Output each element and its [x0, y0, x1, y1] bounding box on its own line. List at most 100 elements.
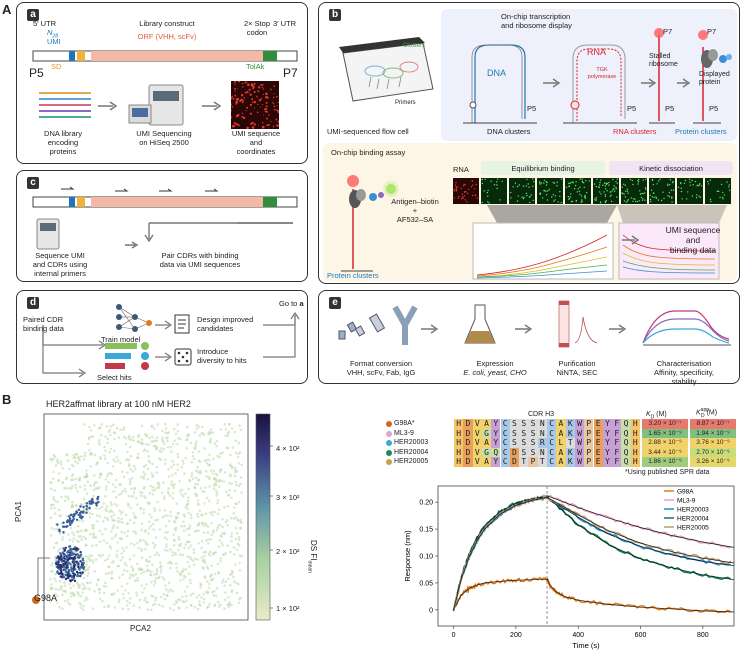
pca-point: [173, 603, 176, 606]
pca-point-high: [58, 566, 62, 569]
pca-point: [104, 457, 107, 460]
pca-point: [98, 540, 102, 544]
pca-point: [175, 566, 178, 569]
pca-point: [110, 530, 113, 533]
residue: P: [584, 428, 594, 438]
pca-point: [197, 450, 201, 453]
cluster-spot: [265, 95, 268, 99]
pca-point: [150, 425, 153, 428]
residue: H: [630, 447, 640, 457]
pca-point: [190, 474, 193, 478]
pca-point: [118, 576, 121, 579]
pca-point: [89, 429, 93, 432]
pca-point: [112, 423, 115, 426]
pca-point: [150, 515, 153, 519]
pca-point: [75, 452, 78, 456]
pca-point: [54, 579, 58, 583]
pca-point-high: [59, 558, 62, 561]
pca-point: [132, 439, 135, 442]
pca-point: [195, 469, 198, 473]
kinetic-tile: [621, 178, 647, 204]
pca-point-high: [65, 561, 68, 564]
colorbar-tick-3: 3 × 10²: [276, 493, 300, 502]
pca-point: [216, 562, 220, 566]
pca-point: [196, 515, 200, 518]
cluster-spot: [234, 90, 236, 92]
pca-point: [223, 471, 227, 474]
cluster-spot: [252, 85, 255, 89]
pca-point: [178, 538, 181, 541]
pca-point: [130, 476, 134, 480]
pca-point: [63, 581, 66, 584]
pca-point: [112, 592, 116, 595]
pca-point: [209, 437, 213, 441]
pca-point: [167, 590, 170, 593]
pca-point: [78, 585, 81, 589]
pca-point: [144, 432, 147, 436]
pca-point: [197, 478, 201, 482]
pca-point-high: [64, 558, 67, 561]
pca-point: [88, 587, 91, 591]
pca-point: [49, 457, 52, 461]
pca-point: [94, 487, 98, 490]
pca-point: [212, 529, 215, 533]
pca-point: [174, 600, 178, 603]
pca-point: [142, 475, 145, 478]
pca-point: [182, 600, 186, 604]
pca-point: [71, 484, 74, 488]
x-tick-label: 200: [510, 632, 522, 639]
pca-point: [83, 488, 87, 491]
pca-point: [186, 555, 189, 558]
residue: Y: [491, 438, 501, 448]
cluster-spot: [234, 94, 237, 97]
pca-point: [230, 572, 233, 576]
cluster-spot: [234, 83, 236, 85]
series-fit: [453, 578, 735, 613]
umi-label: UMI: [47, 37, 61, 46]
residue: Y: [602, 419, 613, 429]
pca-point: [199, 471, 202, 475]
pca-point-high: [70, 548, 74, 551]
pca-point: [213, 604, 216, 607]
pca-point: [81, 587, 85, 591]
cluster-spot: [259, 98, 261, 100]
dna-library-icon: [39, 92, 91, 118]
pca-point: [52, 546, 56, 549]
cluster-spot: [267, 123, 270, 126]
mini-binding-curves: [472, 205, 727, 280]
pca-point: [221, 544, 224, 547]
pca-point: [105, 541, 109, 545]
pca-point-high: [64, 573, 67, 577]
pca-point: [163, 495, 166, 498]
pca-point: [143, 598, 146, 602]
pca-point: [211, 472, 215, 475]
pca-point: [65, 487, 68, 490]
pca-point: [123, 562, 127, 565]
pca-point: [164, 531, 167, 534]
pca-point-high: [56, 523, 59, 526]
pca-point: [168, 494, 172, 498]
pca-point: [177, 535, 180, 539]
pca-point: [206, 567, 210, 570]
pca-point: [206, 525, 210, 528]
pca-point: [208, 433, 211, 436]
pca-point: [233, 517, 236, 520]
pca-point: [188, 555, 192, 559]
pca-point: [158, 575, 161, 578]
pca-point: [162, 481, 165, 485]
series-dot: [386, 430, 392, 437]
pca-point: [200, 513, 204, 517]
pca-point: [99, 597, 102, 600]
pca-point: [85, 492, 89, 495]
umi-coordinates-label: UMI sequence and coordinates: [231, 129, 281, 156]
pca-point-high: [78, 568, 81, 571]
pca-point: [99, 472, 103, 475]
pca-point: [109, 425, 113, 428]
pca-point: [95, 543, 98, 547]
pca-point: [172, 427, 176, 431]
pca-point-high: [81, 557, 85, 561]
residue: A: [556, 428, 566, 438]
pca-point: [230, 535, 233, 538]
pca-point: [202, 567, 206, 570]
